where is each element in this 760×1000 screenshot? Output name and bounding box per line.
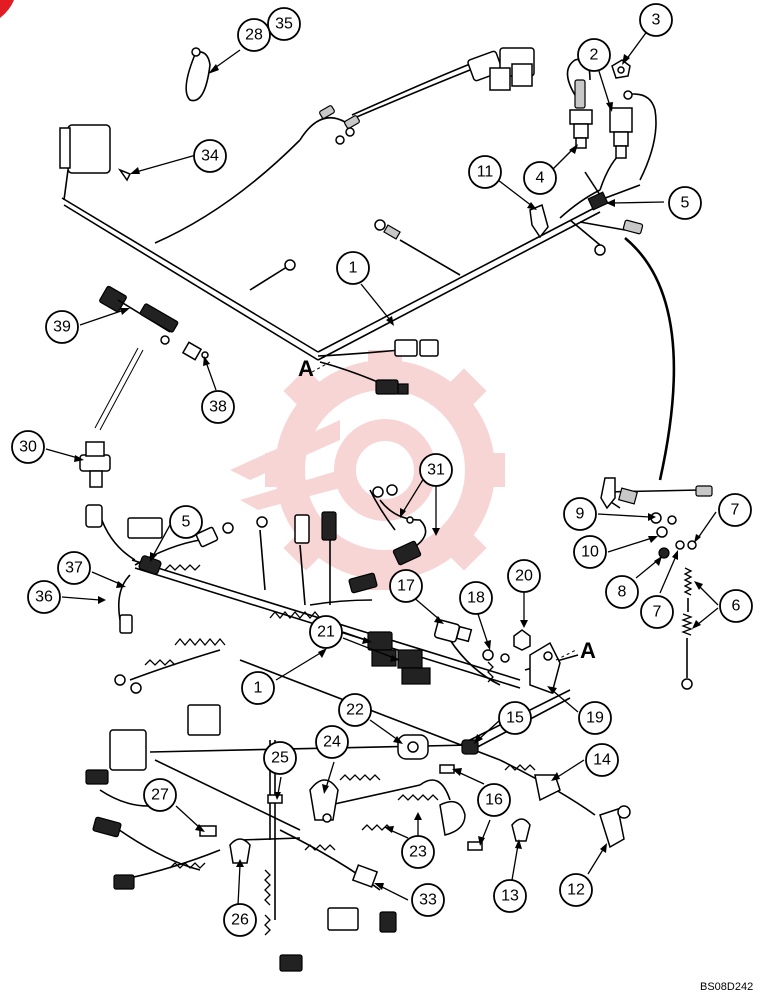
callout-11: 11 (468, 155, 502, 189)
svg-text:37: 37 (65, 560, 83, 577)
section-marker-top: A (298, 356, 314, 381)
callout-1-top: 1 (336, 251, 370, 285)
svg-text:7: 7 (653, 604, 662, 621)
svg-text:24: 24 (323, 734, 341, 751)
callout-19: 19 (578, 701, 612, 735)
svg-text:9: 9 (576, 506, 585, 523)
svg-text:18: 18 (467, 590, 485, 607)
reference-code: BS08D242 (700, 981, 753, 993)
callout-13: 13 (493, 879, 527, 913)
svg-text:5: 5 (681, 195, 690, 212)
svg-text:26: 26 (231, 912, 249, 929)
svg-text:11: 11 (477, 164, 494, 181)
svg-text:3: 3 (652, 12, 661, 29)
callout-6: 6 (719, 589, 753, 623)
hardware-parts-6-10 (600, 477, 713, 690)
callout-7-top: 7 (718, 493, 752, 527)
callout-4: 4 (523, 161, 557, 195)
svg-text:35: 35 (275, 16, 293, 33)
upper-connectors (59, 47, 535, 395)
svg-text:1: 1 (349, 260, 358, 277)
screw-part-34 (117, 168, 132, 182)
svg-text:28: 28 (245, 27, 263, 44)
sensor-parts-2-3-4 (566, 58, 657, 181)
callout-18: 18 (459, 581, 493, 615)
svg-text:36: 36 (35, 589, 53, 606)
callout-24: 24 (315, 725, 349, 759)
svg-text:17: 17 (397, 578, 415, 595)
svg-text:13: 13 (501, 888, 519, 905)
callout-38: 38 (201, 390, 235, 424)
svg-text:30: 30 (19, 439, 37, 456)
svg-text:22: 22 (346, 702, 364, 719)
callout-9: 9 (563, 497, 597, 531)
svg-text:14: 14 (593, 752, 611, 769)
svg-text:4: 4 (536, 170, 545, 187)
lower-connectors (85, 704, 631, 972)
callout-20: 20 (507, 559, 541, 593)
callout-23: 23 (401, 835, 435, 869)
callout-36: 36 (27, 580, 61, 614)
callout-14: 14 (585, 743, 619, 777)
callout-31: 31 (419, 453, 453, 487)
callout-2: 2 (577, 38, 611, 72)
svg-text:15: 15 (506, 710, 524, 727)
fuse-link-part (185, 47, 211, 102)
svg-text:7: 7 (731, 502, 740, 519)
svg-text:31: 31 (427, 462, 445, 479)
middle-connectors (85, 484, 561, 694)
svg-text:27: 27 (151, 787, 169, 804)
callout-8: 8 (605, 575, 639, 609)
callout-3: 3 (639, 3, 673, 37)
svg-text:20: 20 (515, 568, 533, 585)
callout-12: 12 (559, 873, 593, 907)
svg-text:19: 19 (586, 710, 604, 727)
upper-harness (61, 61, 676, 481)
callout-1-mid: 1 (241, 671, 275, 705)
callout-leaders (45, 29, 719, 906)
callout-35: 35 (267, 7, 301, 41)
callout-27: 27 (143, 778, 177, 812)
callout-34: 34 (193, 139, 227, 173)
svg-text:16: 16 (485, 792, 503, 809)
svg-text:39: 39 (53, 319, 71, 336)
callout-25: 25 (263, 741, 297, 775)
callout-5-top: 5 (668, 186, 702, 220)
watermark-gear-logo (230, 350, 505, 590)
callout-26: 26 (223, 903, 257, 937)
svg-text:6: 6 (732, 598, 741, 615)
section-marker-bottom: A (580, 638, 596, 663)
svg-text:12: 12 (567, 882, 585, 899)
callouts: 28 35 34 3 2 4 11 5 1 39 38 30 31 5 37 3… (11, 3, 753, 937)
svg-text:33: 33 (419, 892, 437, 909)
callout-22: 22 (338, 693, 372, 727)
callout-30: 30 (11, 430, 45, 464)
svg-text:34: 34 (201, 148, 219, 165)
callout-28: 28 (237, 18, 271, 52)
svg-text:25: 25 (271, 750, 289, 767)
callout-7-bottom: 7 (640, 595, 674, 629)
callout-5-mid: 5 (169, 505, 203, 539)
svg-text:21: 21 (317, 624, 335, 641)
callout-10: 10 (573, 535, 607, 569)
callout-21: 21 (309, 615, 343, 649)
svg-text:1: 1 (254, 680, 263, 697)
callout-39: 39 (45, 310, 79, 344)
svg-text:5: 5 (182, 514, 191, 531)
callout-16: 16 (477, 783, 511, 817)
sensor-parts-39-38-30 (79, 285, 209, 488)
corner-tab-icon (0, 0, 14, 18)
callout-37: 37 (57, 551, 91, 585)
callout-15: 15 (498, 701, 532, 735)
svg-text:23: 23 (409, 844, 427, 861)
svg-text:8: 8 (618, 584, 627, 601)
callout-33: 33 (411, 883, 445, 917)
clamp-parts-11-5 (529, 191, 644, 256)
svg-text:10: 10 (581, 544, 599, 561)
svg-text:38: 38 (209, 399, 227, 416)
callout-17: 17 (389, 569, 423, 603)
svg-text:2: 2 (590, 47, 599, 64)
